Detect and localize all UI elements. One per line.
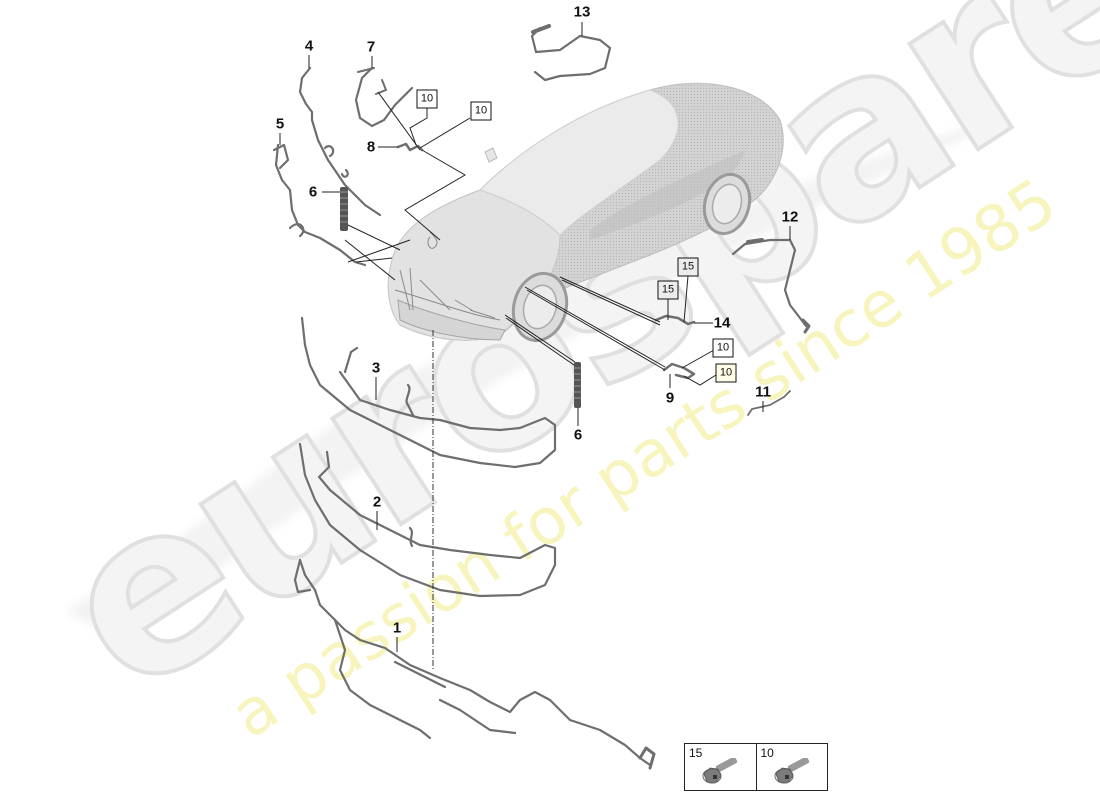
harness-drawings [272, 24, 811, 770]
callout-6-lower[interactable]: 6 [573, 426, 583, 444]
boxed-callout-10-d[interactable]: 10 [715, 363, 737, 383]
callout-12[interactable]: 12 [781, 208, 799, 226]
leader-lines [279, 22, 791, 652]
callout-8[interactable]: 8 [366, 138, 376, 156]
car-illustration [387, 82, 784, 343]
harness-3 [300, 316, 557, 469]
harness-11 [747, 390, 791, 416]
callout-5[interactable]: 5 [275, 115, 285, 133]
legend-item-10[interactable]: 10 [755, 744, 828, 790]
callout-2[interactable]: 2 [372, 493, 382, 511]
harness-5 [274, 143, 367, 267]
flange-bolt-icon [702, 758, 738, 784]
clip-8 [396, 142, 424, 152]
callout-1[interactable]: 1 [392, 619, 402, 637]
callout-9[interactable]: 9 [665, 389, 675, 407]
harness-13 [530, 26, 612, 82]
callout-11[interactable]: 11 [755, 383, 771, 401]
fastener-legend: 15 10 [684, 743, 828, 791]
callout-6-upper[interactable]: 6 [308, 183, 318, 201]
harness-1 [298, 558, 652, 767]
callout-4[interactable]: 4 [304, 37, 314, 55]
boxed-callout-15-a[interactable]: 15 [677, 257, 699, 277]
sensor-14 [654, 314, 696, 326]
callout-7[interactable]: 7 [366, 38, 376, 56]
callout-3[interactable]: 3 [371, 359, 381, 377]
callout-14[interactable]: 14 [713, 314, 731, 332]
boxed-callout-10-b[interactable]: 10 [470, 101, 492, 121]
flange-bolt-icon [774, 758, 809, 784]
harness-7 [354, 66, 414, 128]
boxed-callout-15-b[interactable]: 15 [657, 280, 679, 300]
legend-item-15[interactable]: 15 [685, 744, 756, 790]
legend-number: 10 [760, 746, 774, 760]
harness-4 [298, 66, 382, 217]
callout-13[interactable]: 13 [573, 3, 591, 21]
double-leader-lines [504, 276, 666, 371]
boxed-callout-10-a[interactable]: 10 [416, 89, 438, 109]
boxed-callout-10-c[interactable]: 10 [712, 338, 734, 358]
watermark-brand: eurospares [15, 0, 1100, 746]
watermark-logo: eurospares a passion for parts since 198… [13, 0, 1100, 753]
legend-number: 15 [689, 746, 703, 760]
harness-2 [298, 442, 557, 598]
connector-strips-6 [340, 187, 581, 408]
